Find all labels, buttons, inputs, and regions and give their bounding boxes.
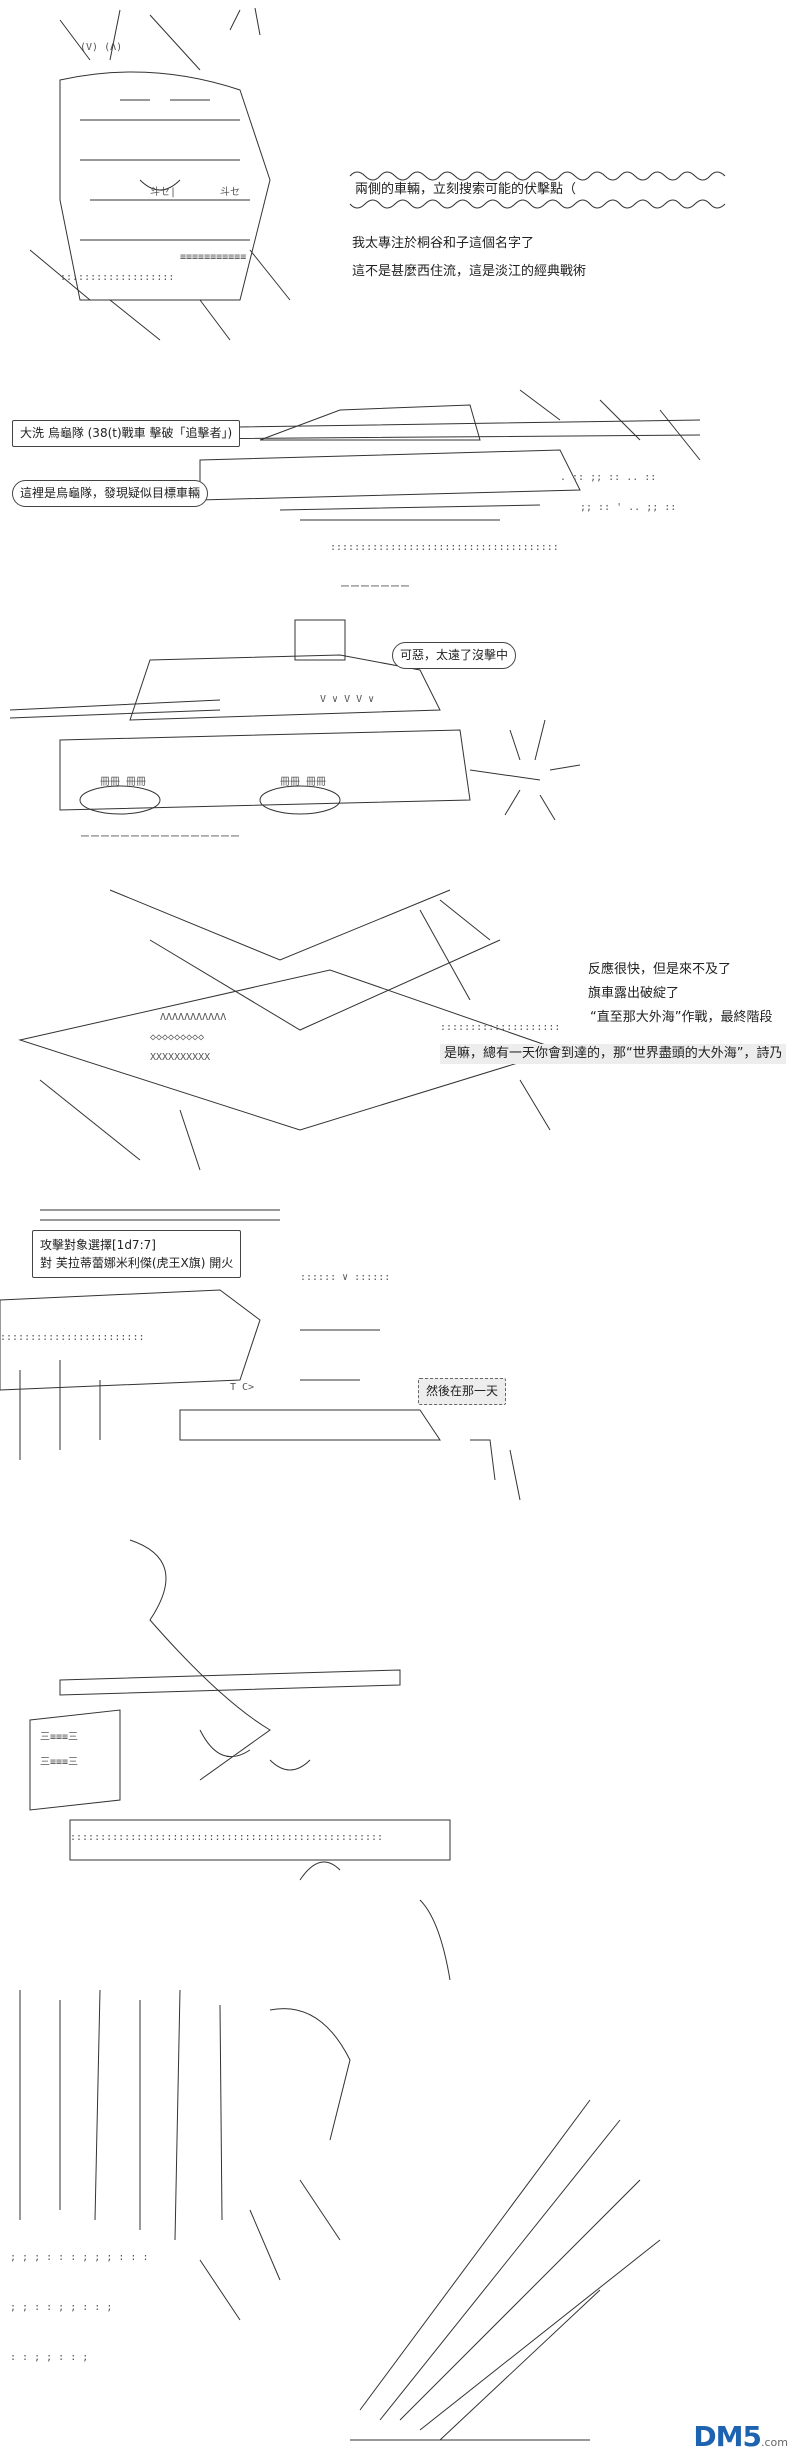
- svg-text:T C>: T C>: [230, 1382, 254, 1393]
- svg-text:ΛΛΛΛΛΛΛΛΛΛΛ: ΛΛΛΛΛΛΛΛΛΛΛ: [160, 1012, 226, 1023]
- svg-text:冊冊 冊冊: 冊冊 冊冊: [100, 777, 146, 788]
- caption-text: 兩側的車輛，立刻搜索可能的伏擊點（: [355, 182, 577, 197]
- svg-text:V ∨ V V ∨: V ∨ V V ∨: [320, 694, 374, 705]
- narration-line: 反應很快，但是來不及了: [588, 962, 732, 977]
- ascii-art-tank-battle: ΛΛΛΛΛΛΛΛΛΛΛ ◇◇◇◇◇◇◇◇◇ XXXXXXXXXX :::::::…: [18, 889, 562, 1171]
- logo-suffix: .com: [761, 2436, 788, 2449]
- svg-text:::::::::::::::::::::::::: ::::::::::::::::::::::::: [0, 1332, 145, 1343]
- caption-box: 大洗 烏龜隊 (38(t)戰車 擊破「追擊者」): [12, 420, 241, 447]
- speech-bubble: 可惡，太遠了沒擊中: [392, 642, 517, 669]
- narration-line: 旗車露出破綻了: [588, 986, 680, 1001]
- svg-text:冊冊 冊冊: 冊冊 冊冊: [280, 777, 326, 788]
- svg-text:≡≡≡≡≡≡≡≡≡≡≡: ≡≡≡≡≡≡≡≡≡≡≡: [180, 252, 246, 263]
- svg-text:;; :: ' .. ;; ::: ;; :: ' .. ;; ::: [580, 502, 676, 513]
- ascii-art-tank-firing: V ∨ V V ∨ 冊冊 冊冊 冊冊 冊冊 ーーーーーーーーーーーーーーーー: [9, 619, 581, 843]
- ascii-art-tank-aim: :::::::::::::::::::::::: T C> :::::: ∨ :…: [0, 1209, 521, 1501]
- ascii-art-character: (V) (Λ) 斗セ| 斗セ ≡≡≡≡≡≡≡≡≡≡≡ :::::::::::::…: [29, 7, 291, 341]
- svg-text::::::: ∨ ::::::: :::::: ∨ ::::::: [300, 1272, 390, 1283]
- svg-text:::::::::::::::::::::::::::::::: ::::::::::::::::::::::::::::::::::::::: [330, 542, 559, 553]
- target-line: 對 芙拉蒂蕾娜米利傑(虎王X旗) 開火: [40, 1256, 234, 1270]
- roll-line: 攻擊對象選擇[1d7:7]: [40, 1238, 156, 1252]
- ascii-art-explosion-rays: ; ; ; : : : ; ; ; : : : ; ; : : ; ; : : …: [10, 1989, 661, 2441]
- panel-5: :::::::::::::::::::::::: T C> :::::: ∨ :…: [0, 1180, 800, 1520]
- narration-line: “直至那大外海”作戰，最終階段: [590, 1010, 773, 1025]
- wavy-caption: 兩側的車輛，立刻搜索可能的伏擊點（: [345, 168, 726, 212]
- svg-text:::::::::::::::::::::: ::::::::::::::::::::: [440, 1022, 560, 1033]
- svg-text::::::::::::::::::::: :::::::::::::::::::: [60, 272, 174, 283]
- site-logo: DM5.com: [693, 2420, 788, 2453]
- ascii-art-shell-impact: 三≡≡≡三 三≡≡≡三 ::::::::::::::::::::::::::::…: [29, 1539, 451, 1980]
- svg-text:三≡≡≡三: 三≡≡≡三: [40, 1732, 78, 1743]
- narration-line: 這不是甚麼西住流，這是淡江的經典戰術: [352, 264, 587, 279]
- panel-4: ΛΛΛΛΛΛΛΛΛΛΛ ◇◇◇◇◇◇◇◇◇ XXXXXXXXXX :::::::…: [0, 880, 800, 1180]
- svg-text:(V) (Λ): (V) (Λ): [80, 42, 122, 53]
- svg-text:; ; ; : : : ; ; ; : : :: ; ; ; : : : ; ; ; : : :: [10, 2252, 148, 2263]
- roll-result-box: 攻擊對象選擇[1d7:7] 對 芙拉蒂蕾娜米利傑(虎王X旗) 開火: [32, 1230, 242, 1278]
- svg-text:XXXXXXXXXX: XXXXXXXXXX: [150, 1052, 210, 1063]
- logo-text: DM5: [693, 2420, 762, 2453]
- panel-1: (V) (Λ) 斗セ| 斗セ ≡≡≡≡≡≡≡≡≡≡≡ :::::::::::::…: [0, 0, 800, 380]
- svg-text:◇◇◇◇◇◇◇◇◇: ◇◇◇◇◇◇◇◇◇: [150, 1032, 204, 1043]
- svg-text:三≡≡≡三: 三≡≡≡三: [40, 1757, 78, 1768]
- svg-text:::::::::::::::::::::::::::::::: ::::::::::::::::::::::::::::::::::::::::…: [70, 1832, 383, 1843]
- svg-text:ーーーーーーー: ーーーーーーー: [340, 582, 410, 593]
- svg-text:斗セ: 斗セ: [220, 186, 240, 198]
- speech-box: 這裡是烏龜隊，發現疑似目標車輛: [12, 480, 209, 507]
- panel-3: V ∨ V V ∨ 冊冊 冊冊 冊冊 冊冊 ーーーーーーーーーーーーーーーー 可…: [0, 600, 800, 880]
- svg-text:: : ; ; : : ;: : : ; ; : : ;: [10, 2352, 88, 2363]
- svg-text:斗セ|: 斗セ|: [150, 186, 176, 198]
- svg-text:. :: ;; :: .. ::: . :: ;; :: .. ::: [560, 472, 656, 483]
- svg-text:ーーーーーーーーーーーーーーーー: ーーーーーーーーーーーーーーーー: [80, 832, 240, 843]
- highlighted-dialogue: 是嘛，總有一天你會到達的，那“世界盡頭的大外海”，詩乃: [440, 1044, 787, 1064]
- narration-line: 我太專注於桐谷和子這個名字了: [352, 236, 535, 251]
- narration-box: 然後在那一天: [418, 1378, 507, 1405]
- panel-6: 三≡≡≡三 三≡≡≡三 ::::::::::::::::::::::::::::…: [0, 1520, 800, 1980]
- panel-2: :::::::::::::::::::::::::::::::::::::: .…: [0, 380, 800, 600]
- svg-text:; ; : : ; ; : : ;: ; ; : : ; ; : : ;: [10, 2302, 112, 2313]
- panel-7: ; ; ; : : : ; ; ; : : : ; ; : : ; ; : : …: [0, 1980, 800, 2459]
